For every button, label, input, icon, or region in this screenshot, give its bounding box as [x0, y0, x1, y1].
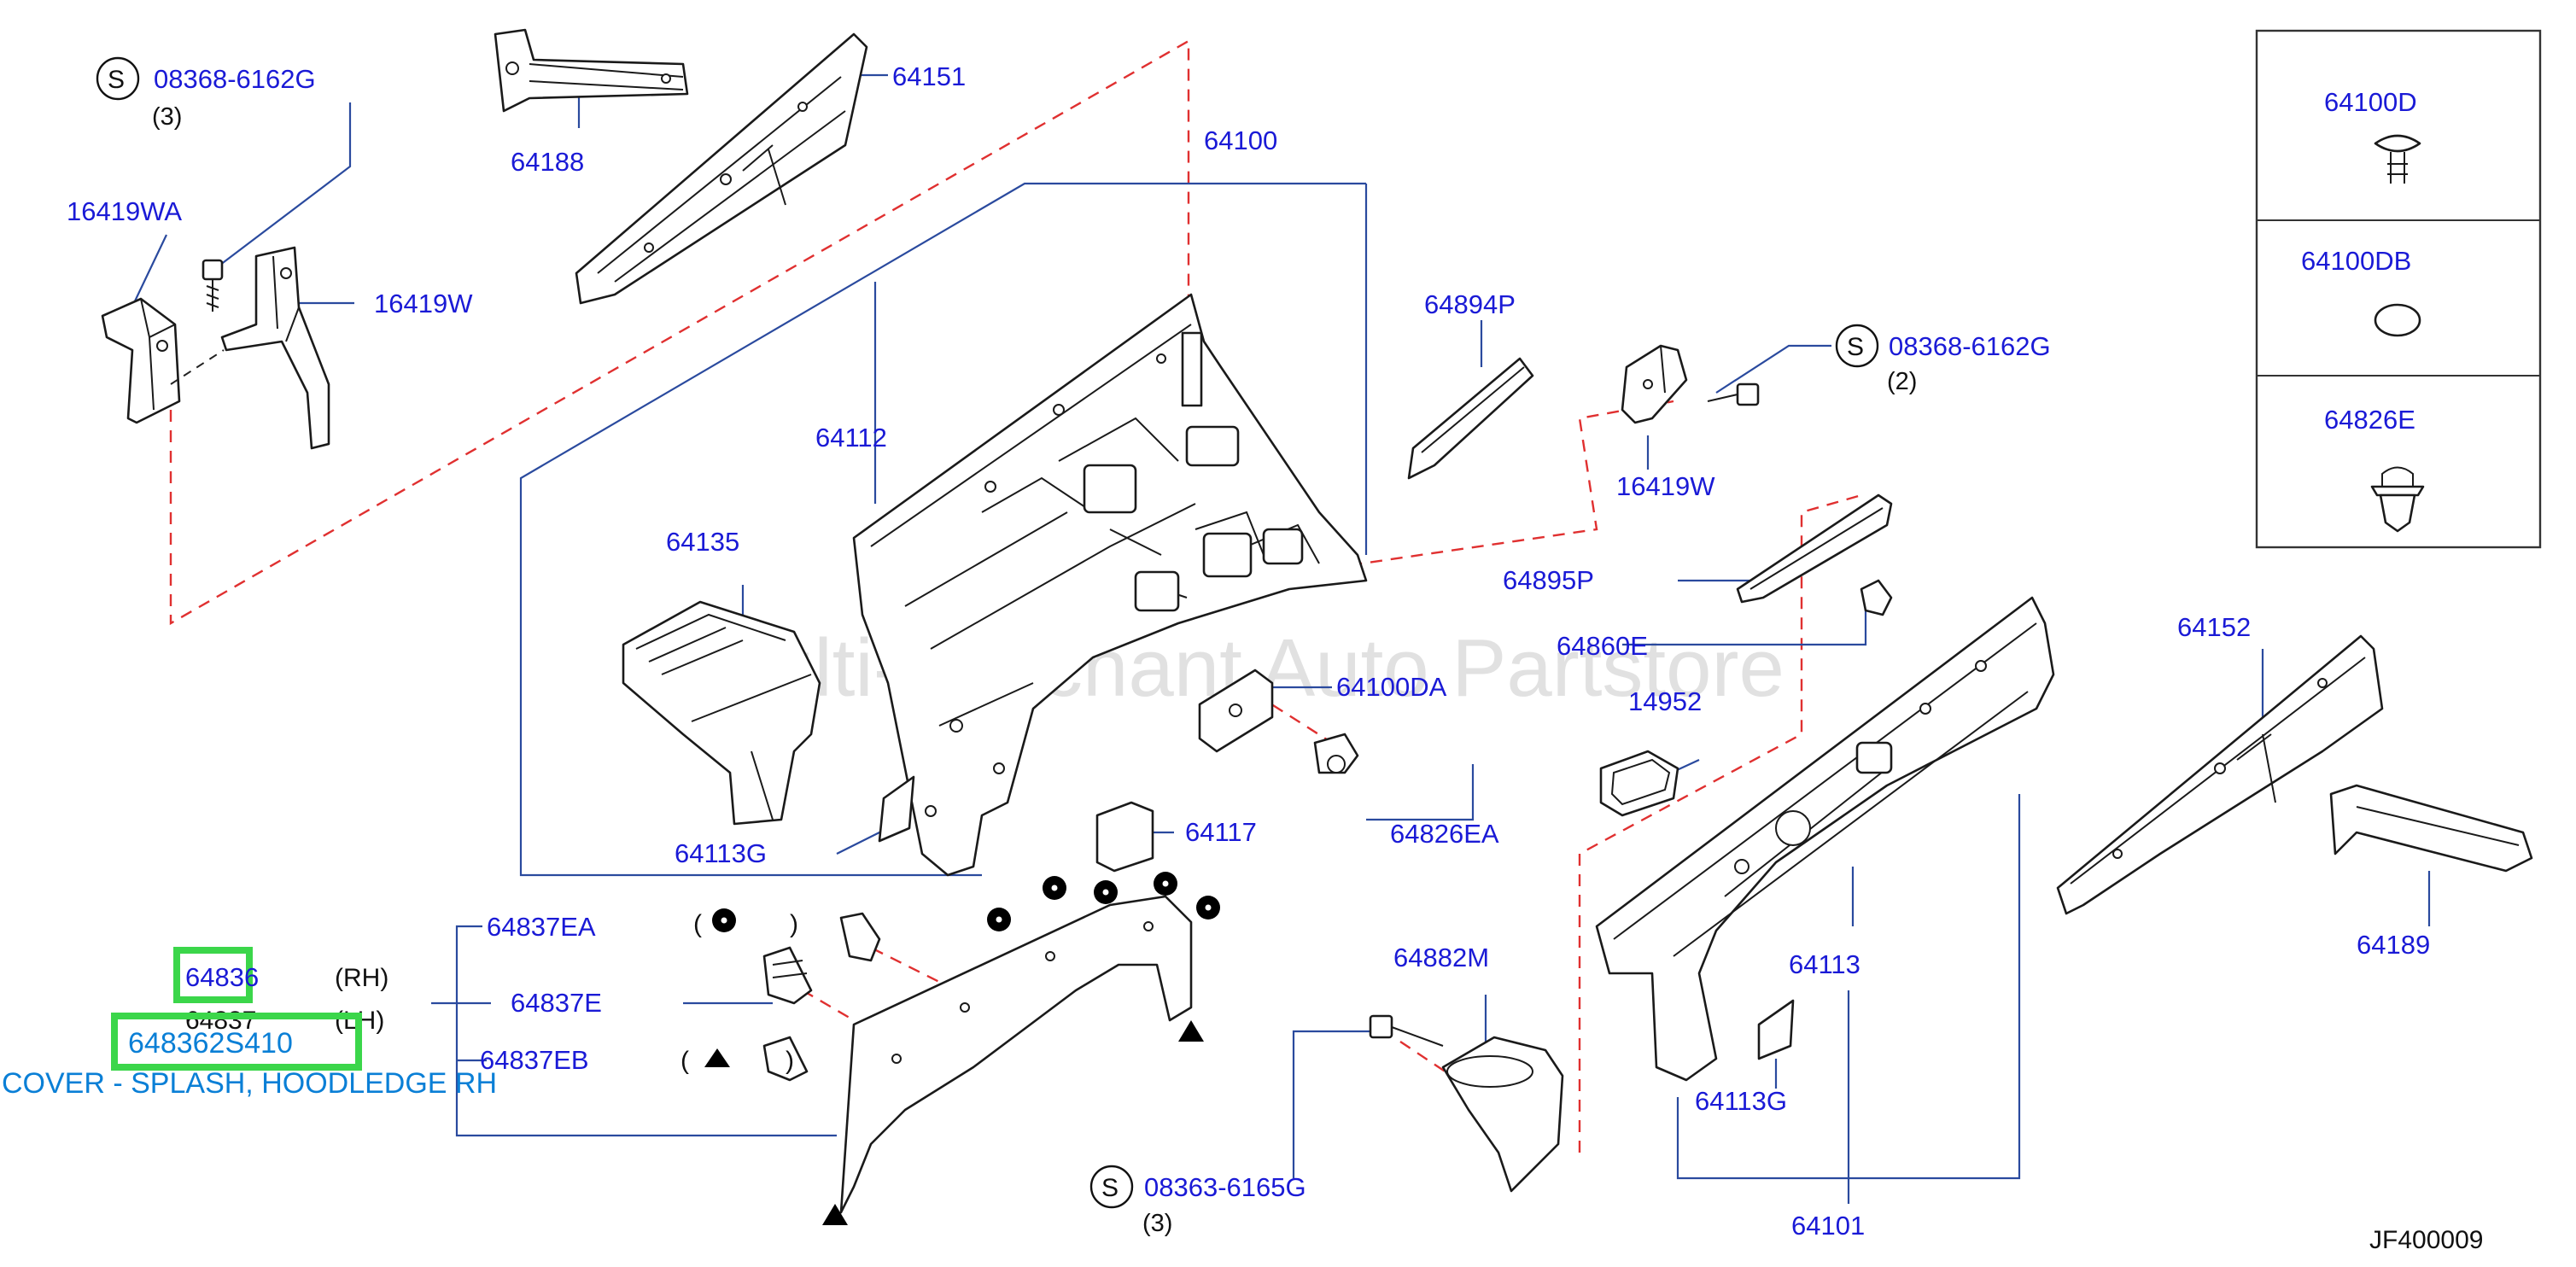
part-64100da	[1198, 669, 1274, 753]
label-64837eb[interactable]: 64837EB	[480, 1045, 589, 1075]
label-64189[interactable]: 64189	[2357, 930, 2430, 960]
label-64837[interactable]: 64837	[185, 1007, 256, 1035]
svg-text:S: S	[1847, 333, 1864, 361]
part-64894p	[1407, 357, 1534, 480]
assembly-dash-line-top	[169, 38, 1190, 626]
label-64113g-right[interactable]: 64113G	[1695, 1086, 1787, 1116]
part-64113g-left	[878, 775, 915, 843]
dot-markers	[712, 872, 1220, 932]
label-rh: (RH)	[335, 964, 388, 992]
legend-box: 64100D 64100DB 64826E	[2255, 29, 2542, 549]
part-16419wa-bracket	[101, 297, 181, 424]
part-16419w-bracket-left	[220, 246, 330, 450]
part-64151	[575, 32, 868, 305]
part-64152	[2056, 634, 2384, 915]
paren-close-1: )	[790, 910, 798, 938]
label-648362s410[interactable]: 648362S410	[128, 1027, 293, 1060]
label-14952[interactable]: 14952	[1628, 686, 1702, 716]
round-pad-icon	[2374, 303, 2421, 337]
label-64113[interactable]: 64113	[1789, 949, 1860, 979]
label-qty-right: (2)	[1887, 368, 1917, 395]
svg-text:S: S	[1101, 1174, 1119, 1202]
clip-64860e-icon	[1860, 579, 1893, 616]
part-64895p	[1736, 493, 1893, 604]
clip-64826ea-icon	[1313, 733, 1359, 774]
s-symbol-right: S	[1835, 324, 1879, 368]
label-16419w-left[interactable]: 16419W	[374, 289, 473, 318]
label-64151[interactable]: 64151	[892, 61, 966, 91]
part-64836-splash-cover	[839, 895, 1193, 1214]
part-64135	[622, 600, 821, 826]
label-64100da[interactable]: 64100DA	[1336, 672, 1447, 702]
part-64113-side-member	[1595, 596, 2055, 1082]
label-64101[interactable]: 64101	[1791, 1211, 1865, 1241]
label-cover-description: COVER - SPLASH, HOODLEDGE RH	[2, 1067, 497, 1100]
assembly-dash-grommet	[853, 937, 940, 984]
label-64112[interactable]: 64112	[815, 423, 887, 452]
part-14952	[1599, 750, 1679, 817]
label-64117[interactable]: 64117	[1185, 817, 1257, 847]
part-16419w-bracket-right	[1621, 344, 1688, 424]
bolt-08368-right-icon	[1707, 382, 1760, 406]
label-08363-6165g[interactable]: 08363-6165G	[1144, 1172, 1306, 1202]
part-64189	[2329, 784, 2533, 873]
label-16419wa[interactable]: 16419WA	[67, 196, 182, 226]
assembly-dash-clip	[1237, 681, 1333, 744]
label-64837e[interactable]: 64837E	[511, 988, 602, 1018]
label-qty-bottom: (3)	[1142, 1210, 1172, 1237]
diagram-code: JF400009	[2369, 1226, 2483, 1254]
bolt-08368-top-icon	[202, 259, 224, 312]
label-64152[interactable]: 64152	[2177, 612, 2251, 642]
triangle-markers	[704, 1020, 1204, 1225]
paren-close-2: )	[786, 1047, 794, 1075]
label-64113g-left[interactable]: 64113G	[675, 838, 767, 868]
label-64837ea[interactable]: 64837EA	[487, 912, 596, 942]
s-symbol-bottom: S	[1089, 1165, 1134, 1209]
legend-item-64100d[interactable]: 64100D	[2324, 87, 2417, 117]
label-64100[interactable]: 64100	[1204, 126, 1277, 155]
push-clip-icon	[2370, 466, 2425, 533]
label-64882m[interactable]: 64882M	[1393, 943, 1489, 972]
rivet-clip-icon	[2374, 134, 2421, 184]
label-08368-6162g-top[interactable]: 08368-6162G	[154, 64, 316, 94]
s-symbol-top: S	[96, 56, 140, 101]
paren-open-1: (	[693, 910, 702, 938]
label-64894p[interactable]: 64894P	[1424, 289, 1516, 319]
svg-text:S: S	[108, 66, 125, 94]
legend-item-64100db[interactable]: 64100DB	[2301, 246, 2411, 276]
highlight-64836	[173, 947, 253, 1003]
part-64188	[494, 28, 689, 113]
label-64135[interactable]: 64135	[666, 527, 739, 557]
label-qty-top: (3)	[152, 103, 182, 131]
part-64112-panel	[852, 293, 1368, 877]
label-08368-6162g-right[interactable]: 08368-6162G	[1889, 331, 2051, 361]
label-64895p[interactable]: 64895P	[1503, 565, 1594, 595]
assembly-dash-line-right	[1126, 400, 1674, 599]
part-64113g-right	[1757, 999, 1795, 1060]
label-16419w-right[interactable]: 16419W	[1616, 471, 1715, 501]
clip-64837ea-icon	[839, 912, 881, 962]
highlight-648362s410	[111, 1013, 362, 1071]
label-64826ea[interactable]: 64826EA	[1390, 819, 1499, 849]
assembly-dash-clip-e	[802, 989, 855, 1022]
legend-item-64826e[interactable]: 64826E	[2324, 405, 2415, 435]
hidden-line	[170, 349, 225, 385]
part-64117	[1095, 801, 1154, 873]
label-64836[interactable]: 64836	[185, 962, 259, 992]
label-64860e[interactable]: 64860E	[1557, 631, 1648, 661]
clip-64837eb-icon	[762, 1036, 809, 1082]
part-64882m-clamp	[1441, 1036, 1564, 1193]
clip-64837e-icon	[762, 946, 813, 1005]
bolt-08363-bottom-icon	[1369, 1014, 1444, 1047]
paren-open-2: (	[681, 1047, 689, 1075]
label-64188[interactable]: 64188	[511, 147, 584, 177]
